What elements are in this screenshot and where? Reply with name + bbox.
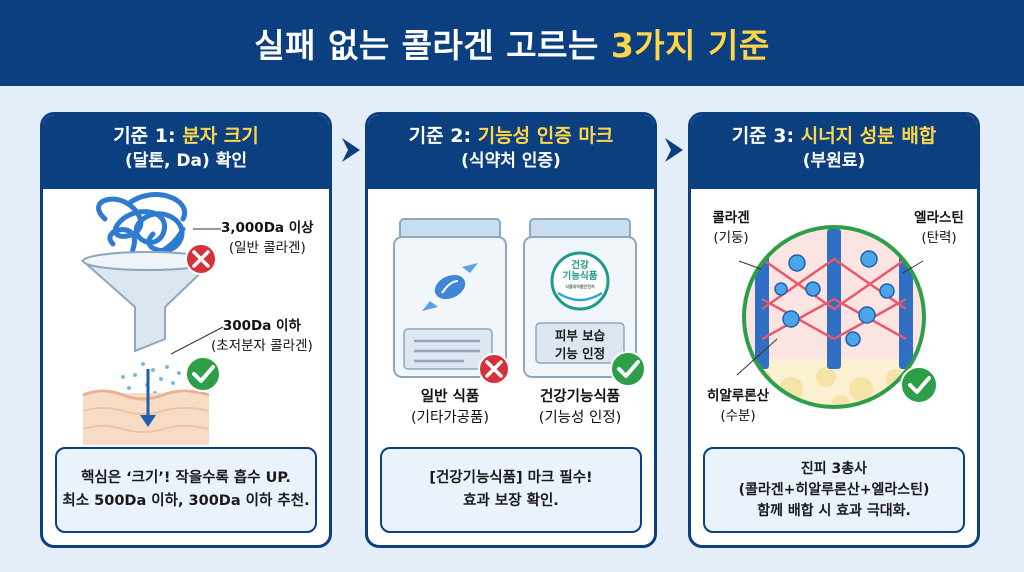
card-subtitle: (부원료) (802, 150, 866, 171)
check-icon (185, 356, 221, 392)
criterion-card-synergy: 기준 3: 시너지 성분 배합 (부원료) (688, 112, 980, 548)
label-collagen: 콜라겐 (기둥) (712, 210, 750, 246)
card-note: 핵심은 ‘크기’! 작을수록 흡수 UP. 최소 500Da 이하, 300Da… (55, 447, 317, 533)
title-highlight: 3가지 기준 (610, 26, 770, 65)
label-health-food: 건강기능식품 (기능성 인정) (538, 389, 622, 427)
general-food-package-icon (393, 218, 507, 378)
product-packages-illustration (393, 218, 646, 387)
hyaluronic-sphere-icon (774, 250, 895, 347)
badge-text: 건강 기능식품 식품의약품안전처 (562, 260, 598, 289)
label-general-food: 일반 식품 (기타가공품) (410, 389, 489, 427)
filter-funnel-illustration (80, 192, 224, 445)
candy-icon (422, 263, 478, 311)
card-header: 기준 3: 시너지 성분 배합 (부원료) (691, 115, 977, 189)
dermis-structure-illustration (736, 225, 938, 409)
next-arrow-icon (342, 138, 360, 162)
criterion-card-molecular-size: 기준 1: 분자 크기 (달톤, Da) 확인 (40, 112, 332, 548)
check-icon (610, 351, 646, 387)
criterion-card-certification: 기준 2: 기능성 인증 마크 (식약처 인증) (365, 112, 657, 548)
label-elastin: 엘라스틴 (탄력) (914, 210, 964, 246)
card-title-prefix: 기준 1: (113, 125, 176, 147)
funnel-icon (80, 260, 216, 353)
label-large-molecule: 3,000Da 이상 (일반 콜라겐) (221, 220, 314, 256)
page-title: 실패 없는 콜라겐 고르는 3가지 기준 (0, 0, 1024, 86)
next-arrow-icon (665, 138, 683, 162)
card-note: [건강기능식품] 마크 필수! 효과 보장 확인. (380, 447, 642, 533)
cross-icon (185, 243, 217, 275)
card-subtitle: (식약처 인증) (461, 150, 561, 171)
cross-icon (478, 353, 510, 385)
card-title-prefix: 기준 2: (408, 125, 472, 147)
card-title-highlight: 분자 크기 (182, 125, 259, 147)
label-hyaluronic: 히알루론산 (수분) (706, 388, 770, 424)
certification-badge-icon (550, 251, 610, 311)
title-main: 실패 없는 콜라겐 고르는 (254, 26, 599, 65)
card-header: 기준 1: 분자 크기 (달톤, Da) 확인 (43, 115, 329, 189)
check-icon (900, 366, 938, 404)
function-box-text: 피부 보습 기능 인정 (554, 328, 606, 362)
card-header: 기준 2: 기능성 인증 마크 (식약처 인증) (368, 115, 654, 189)
card-title-highlight: 기능성 인증 마크 (477, 125, 614, 147)
card-title-highlight: 시너지 성분 배합 (800, 125, 937, 147)
card-note: 진피 3총사 (콜라겐+히알루론산+엘라스틴) 함께 배합 시 효과 극대화. (703, 447, 965, 533)
card-subtitle: (달톤, Da) 확인 (125, 150, 247, 171)
label-small-molecule: 300Da 이하 (초저분자 콜라겐) (211, 318, 313, 354)
collagen-tangle-icon (96, 192, 188, 260)
health-food-package-icon (523, 218, 637, 378)
card-title-prefix: 기준 3: (731, 125, 795, 147)
